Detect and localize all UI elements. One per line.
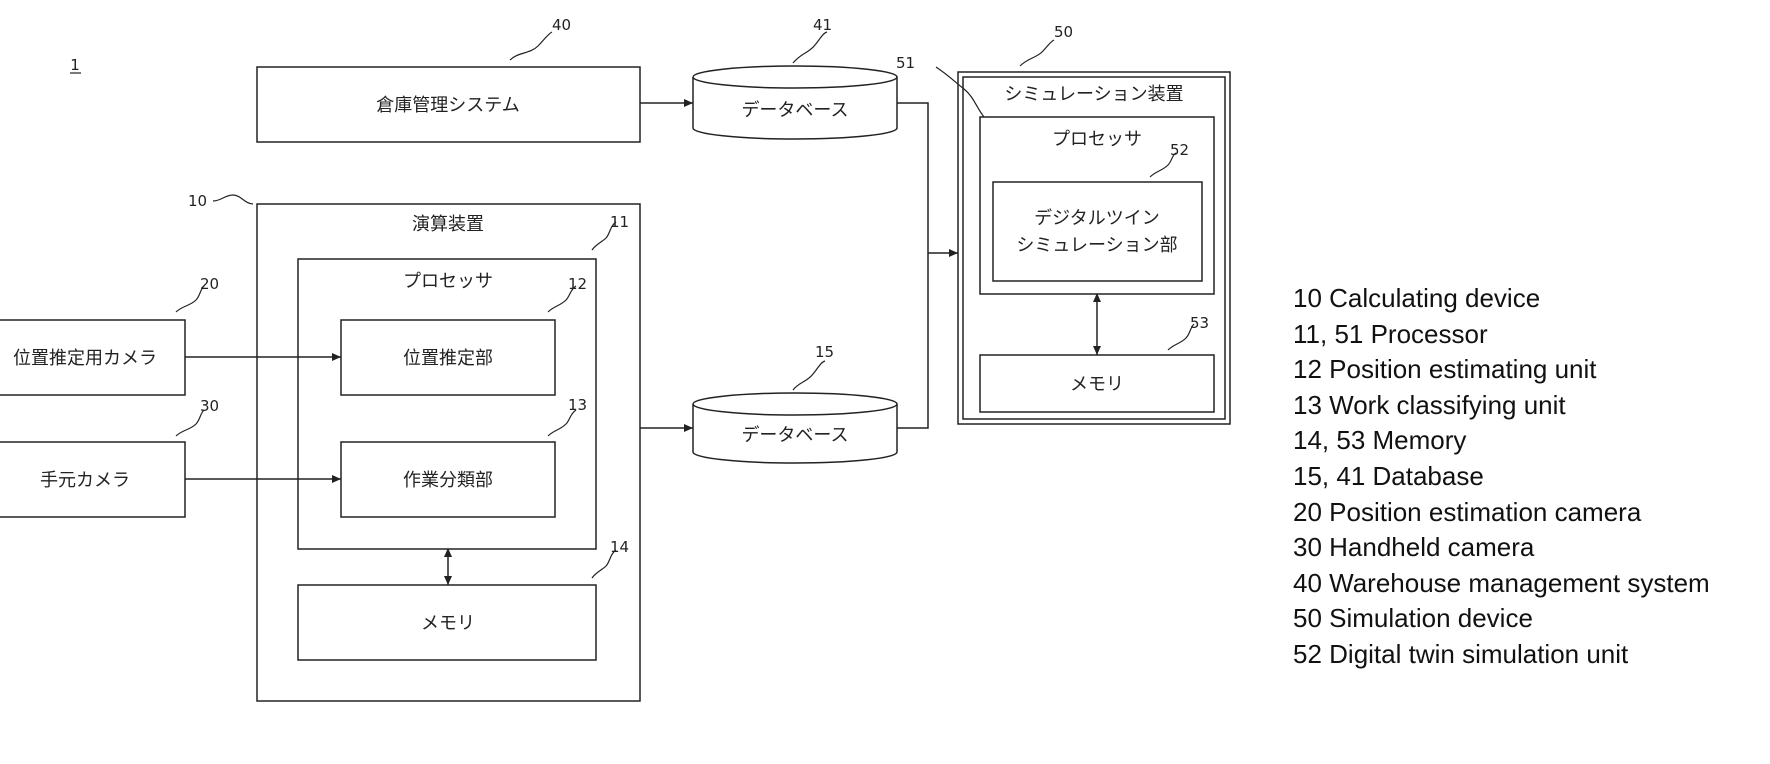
ref-51: 51 — [896, 54, 915, 72]
memory-14-label: メモリ — [421, 613, 475, 634]
legend-item: 13 Work classifying unit — [1293, 388, 1710, 424]
position-estimating-unit-label: 位置推定部 — [403, 348, 493, 369]
warehouse-management-system-label: 倉庫管理システム — [376, 95, 519, 116]
processor-11-label: プロセッサ — [403, 271, 493, 292]
figure-label-text: 1 — [70, 56, 80, 74]
figure-label: 1 — [70, 56, 81, 74]
legend-item: 14, 53 Memory — [1293, 423, 1710, 459]
database-41-label: データベース — [741, 100, 848, 121]
legend: 10 Calculating device 11, 51 Processor 1… — [1293, 281, 1710, 673]
database-41: データベース 41 — [693, 16, 897, 139]
legend-item: 15, 41 Database — [1293, 459, 1710, 495]
legend-item: 40 Warehouse management system — [1293, 566, 1710, 602]
processor-11-box: プロセッサ 11 — [298, 213, 629, 549]
processor-51-label: プロセッサ — [1052, 129, 1142, 150]
position-estimation-camera-label: 位置推定用カメラ — [13, 348, 157, 369]
ref-52: 52 — [1170, 141, 1189, 159]
work-classifying-unit-label: 作業分類部 — [403, 470, 493, 491]
calculating-device-label: 演算装置 — [412, 214, 484, 235]
legend-item: 10 Calculating device — [1293, 281, 1710, 317]
ref-10: 10 — [188, 192, 207, 210]
line-db15-to-merge — [897, 253, 928, 428]
legend-item: 30 Handheld camera — [1293, 530, 1710, 566]
connectors — [185, 103, 1097, 585]
handheld-camera-box: 手元カメラ 30 — [0, 397, 219, 517]
ref-12: 12 — [568, 275, 587, 293]
position-estimation-camera-box: 位置推定用カメラ 20 — [0, 275, 219, 395]
legend-item: 20 Position estimation camera — [1293, 495, 1710, 531]
ref-53: 53 — [1190, 314, 1209, 332]
work-classifying-unit-box: 作業分類部 13 — [341, 396, 587, 517]
ref-41: 41 — [813, 16, 832, 34]
legend-item: 12 Position estimating unit — [1293, 352, 1710, 388]
handheld-camera-label: 手元カメラ — [40, 470, 130, 491]
ref-40: 40 — [552, 16, 571, 34]
ref-15: 15 — [815, 343, 834, 361]
digital-twin-label-line1: デジタルツイン — [1034, 208, 1160, 229]
ref-11: 11 — [610, 213, 629, 231]
legend-item: 50 Simulation device — [1293, 601, 1710, 637]
database-15: データベース 15 — [693, 343, 897, 463]
digital-twin-simulation-unit-box: デジタルツイン シミュレーション部 52 — [993, 141, 1202, 281]
ref-14: 14 — [610, 538, 629, 556]
memory-53-label: メモリ — [1070, 374, 1124, 395]
position-estimating-unit-box: 位置推定部 12 — [341, 275, 587, 395]
simulation-device-label: シミュレーション装置 — [1004, 84, 1183, 105]
database-15-label: データベース — [741, 425, 848, 446]
legend-item: 52 Digital twin simulation unit — [1293, 637, 1710, 673]
memory-14-box: メモリ 14 — [298, 538, 629, 660]
warehouse-management-system-box: 倉庫管理システム 40 — [257, 16, 640, 142]
ref-20: 20 — [200, 275, 219, 293]
calculating-device-box: 演算装置 10 — [188, 192, 640, 701]
ref-13: 13 — [568, 396, 587, 414]
digital-twin-label-line2: シミュレーション部 — [1016, 235, 1177, 256]
legend-item: 11, 51 Processor — [1293, 317, 1710, 353]
ref-50: 50 — [1054, 23, 1073, 41]
line-db41-to-merge — [897, 103, 928, 253]
ref-30: 30 — [200, 397, 219, 415]
